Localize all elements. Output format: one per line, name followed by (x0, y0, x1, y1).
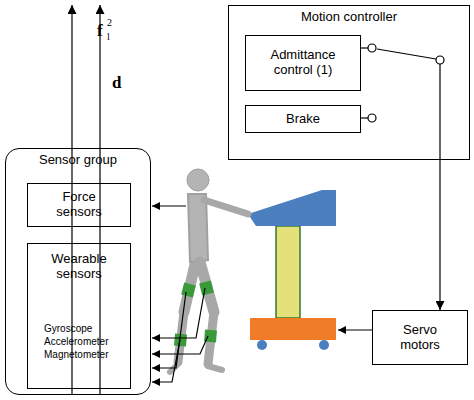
sensor-box: Wearable sensorsGyroscopeAccelerometerMa… (27, 243, 131, 389)
walker-figure (248, 190, 336, 350)
group-heading: Sensor group (6, 149, 150, 168)
signal-symbol: f (97, 22, 103, 39)
sensor-signal-arrows (152, 206, 372, 382)
box-label: Servo motors (391, 323, 449, 353)
sensor-group-box: Sensor groupForce sensorsWearable sensor… (5, 148, 151, 395)
subscript: l (107, 32, 110, 42)
control-mode-box: Admittance control (1) (245, 35, 361, 91)
control-mode-box: Brake (245, 105, 361, 133)
wearable-sensor-marks (180, 282, 211, 346)
group-heading: Motion controller (229, 6, 469, 25)
actuator-box: Servo motors (372, 310, 468, 365)
signal-symbol: d (112, 74, 121, 91)
box-label: Force sensors (44, 190, 114, 220)
command-arrow (439, 160, 440, 310)
switch-symbol (360, 44, 444, 160)
box-label: Brake (286, 112, 320, 127)
box-label: Wearable sensors (32, 252, 126, 282)
controller-box: Motion controllerAdmittance control (1) B… (228, 5, 470, 160)
box-label: Admittance control (1) (250, 48, 356, 78)
superscript: 2 (107, 18, 112, 28)
sensor-item: Gyroscope (32, 322, 126, 335)
sensor-item: Accelerometer (32, 335, 126, 348)
sensor-box: Force sensors (27, 183, 131, 227)
sensor-item: Magnetometer (32, 348, 126, 361)
person-figure (170, 169, 248, 372)
